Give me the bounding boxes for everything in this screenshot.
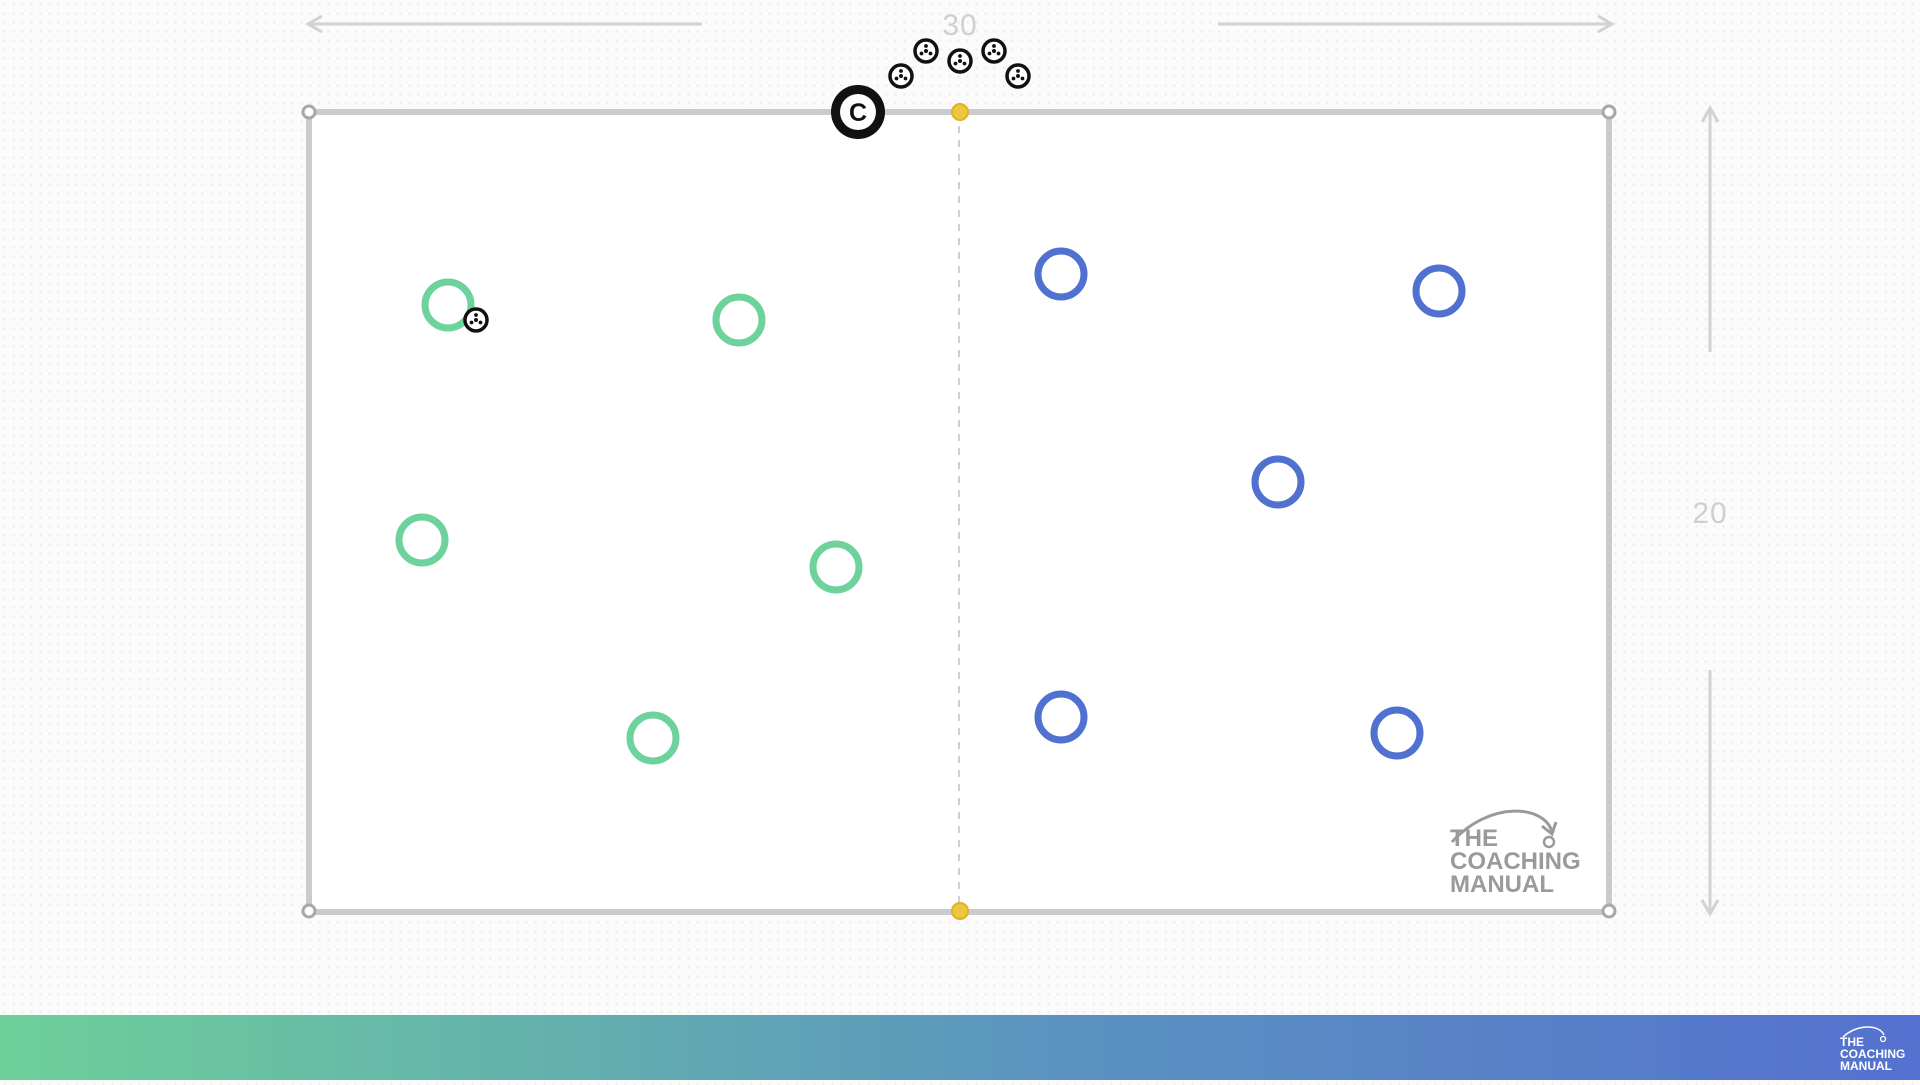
green-team — [395, 278, 863, 765]
blue-player — [1034, 690, 1088, 744]
green-player — [809, 540, 863, 594]
logo-ball — [1542, 835, 1556, 849]
coaching-manual-logo: THE COACHING MANUAL — [1450, 809, 1581, 898]
blue-team — [1034, 247, 1466, 760]
corner-marker-icon — [301, 104, 317, 120]
logo-line-1: THE — [1450, 825, 1498, 852]
footer-logo-swoosh — [1842, 1026, 1885, 1038]
corner-marker-icon — [301, 903, 317, 919]
pitch-area — [306, 109, 1612, 915]
logo-swoosh — [1450, 809, 1554, 844]
footer-logo-line-1: THE — [1840, 1035, 1864, 1049]
football-icon — [913, 38, 939, 64]
corner-markers — [301, 104, 1617, 919]
green-player — [421, 278, 475, 332]
green-player — [712, 293, 766, 347]
height-arrowhead-top — [1700, 104, 1720, 123]
footer-logo-line-3: MANUAL — [1840, 1059, 1892, 1073]
blue-player — [1370, 706, 1424, 760]
footer-logo: THE COACHING MANUAL — [1840, 1026, 1905, 1073]
width-arrowhead-right — [1597, 14, 1616, 34]
blue-player — [1034, 247, 1088, 301]
corner-marker-icon — [1601, 903, 1617, 919]
blue-player — [1251, 455, 1305, 509]
footer-logo-line-2: COACHING — [1840, 1047, 1905, 1061]
width-arrowhead-left — [304, 14, 323, 34]
green-player — [395, 513, 449, 567]
blue-player — [1412, 264, 1466, 318]
height-label: 20 — [1692, 497, 1727, 530]
footer-bar: THE COACHING MANUAL — [0, 1015, 1920, 1080]
football-icon — [947, 48, 973, 74]
footer-logo-canvas: THE COACHING MANUAL — [1840, 1026, 1905, 1073]
width-dimension — [304, 14, 1616, 34]
football-icon — [463, 307, 489, 333]
football-icon — [981, 38, 1007, 64]
logo-line-2: COACHING — [1450, 848, 1581, 875]
corner-marker-icon — [1601, 104, 1617, 120]
footer-logo-ball — [1879, 1035, 1887, 1043]
width-label: 30 — [942, 9, 977, 42]
logo-arrowhead — [1541, 821, 1558, 837]
football-icon — [888, 63, 914, 89]
football-icon — [1005, 63, 1031, 89]
height-arrowhead-bottom — [1700, 899, 1720, 918]
logo-line-3: MANUAL — [1450, 871, 1554, 898]
drill-diagram: 30 20 C — [301, 9, 1727, 920]
coach-symbol: C — [849, 99, 867, 127]
height-dimension — [1700, 104, 1720, 918]
green-player — [626, 711, 680, 765]
cone-icon — [951, 103, 969, 121]
cone-icon — [951, 902, 969, 920]
coach-icon: C — [831, 85, 885, 139]
balls — [463, 38, 1031, 333]
